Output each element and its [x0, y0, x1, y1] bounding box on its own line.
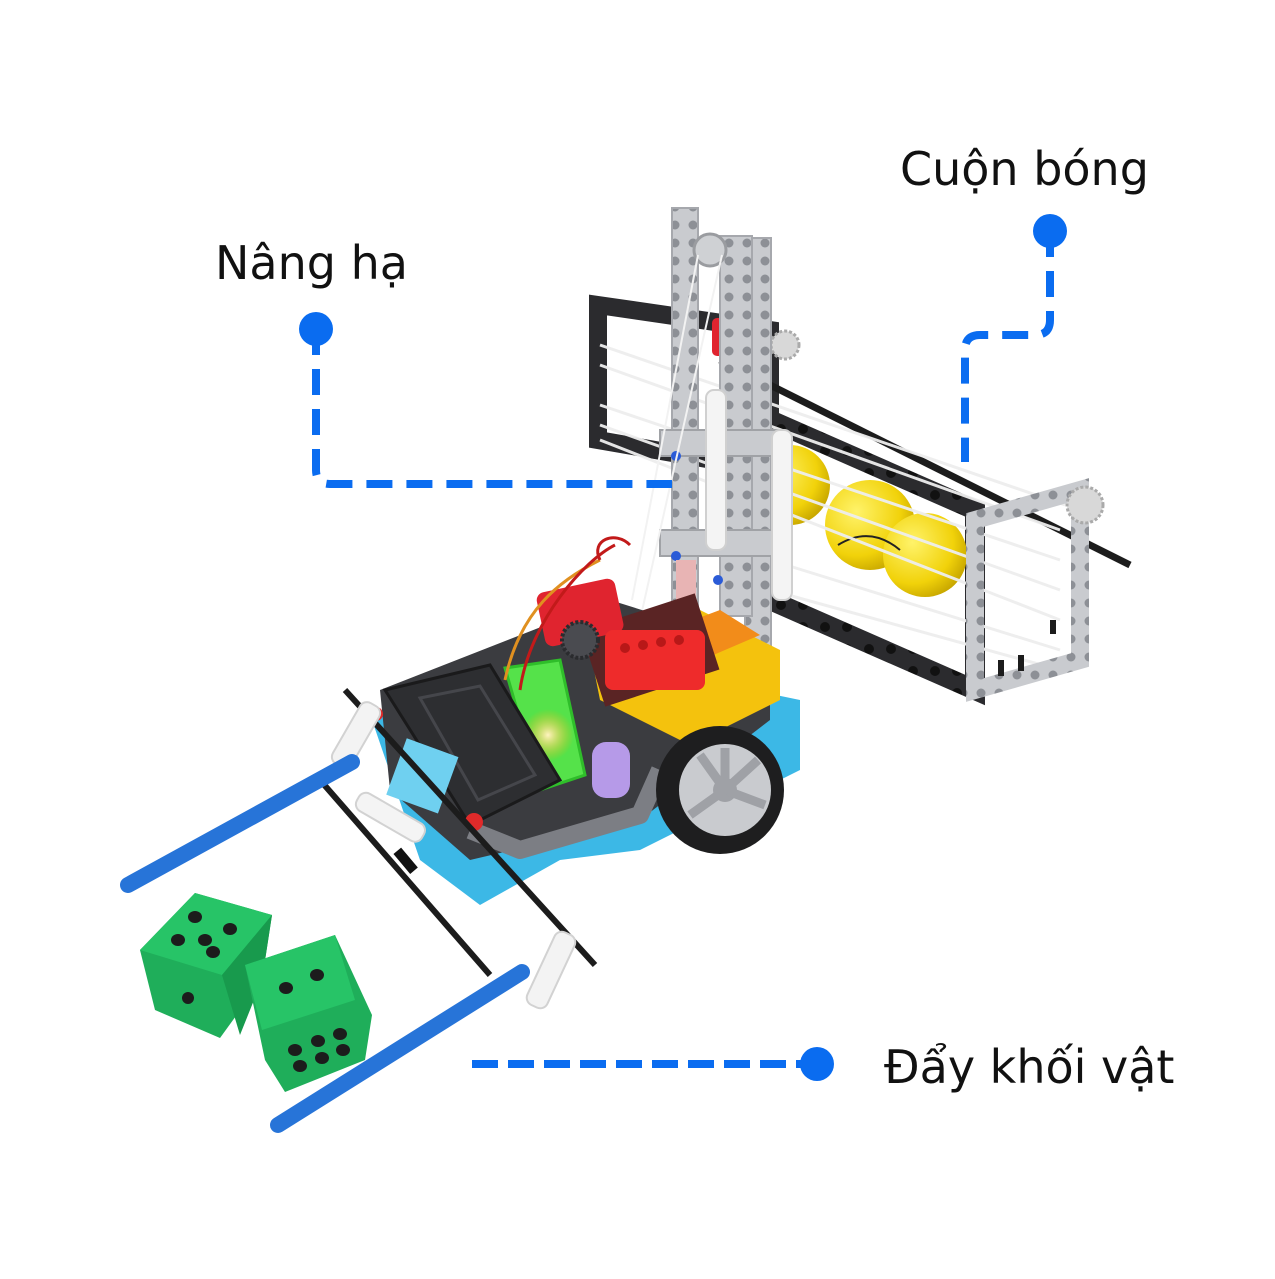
callout-cuon-bong-leader — [961, 214, 1067, 462]
servo-motor — [536, 578, 705, 690]
callout-label-nang-ha: Nâng hạ — [215, 236, 408, 290]
callout-dashed-line — [961, 231, 1054, 462]
pusher-beam-lower — [270, 964, 530, 1133]
wheel — [656, 726, 784, 854]
lift-mast — [631, 207, 793, 760]
callout-label-day-khoi-vat: Đẩy khối vật — [884, 1040, 1175, 1094]
battery — [592, 742, 630, 798]
callout-day-khoi-vat-leader — [472, 1047, 834, 1081]
pulley-icon — [692, 232, 728, 268]
pusher-arms — [120, 687, 598, 1133]
gear-icon — [1065, 485, 1105, 525]
pusher-beam-upper — [120, 754, 360, 893]
green-die-back — [140, 893, 272, 1038]
gear-icon — [560, 620, 600, 660]
callout-label-cuon-bong: Cuộn bóng — [900, 142, 1149, 196]
green-die-front — [245, 935, 372, 1092]
gear-icon — [769, 329, 801, 361]
callout-dashed-line — [312, 329, 672, 488]
callout-nang-ha-leader — [299, 312, 672, 488]
